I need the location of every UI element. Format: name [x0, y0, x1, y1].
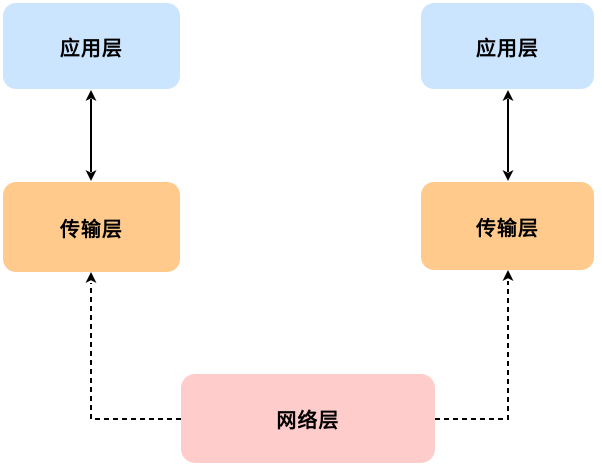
arrowhead-up-icon: [85, 90, 97, 101]
node-label: 网络层: [276, 410, 340, 432]
edge-network-transport-left: [85, 272, 181, 420]
node-network-layer: 网络层: [181, 374, 435, 463]
arrowhead-up-icon: [502, 90, 514, 101]
node-label: 传输层: [476, 217, 539, 240]
node-label: 应用层: [60, 37, 123, 60]
edge-network-transport-right: [435, 270, 514, 420]
arrowhead-up-icon: [85, 272, 97, 283]
arrowhead-up-icon: [502, 270, 514, 281]
node-label: 传输层: [60, 218, 123, 241]
node-transport-layer-right: 传输层: [421, 182, 594, 270]
node-application-layer-left: 应用层: [3, 3, 180, 89]
node-label: 应用层: [476, 37, 539, 60]
node-application-layer-right: 应用层: [421, 3, 594, 89]
edge-application-transport-right: [502, 90, 514, 181]
node-transport-layer-left: 传输层: [3, 182, 180, 272]
edge-application-transport-left: [85, 90, 97, 181]
arrowhead-down-icon: [85, 170, 97, 181]
arrowhead-down-icon: [502, 170, 514, 181]
